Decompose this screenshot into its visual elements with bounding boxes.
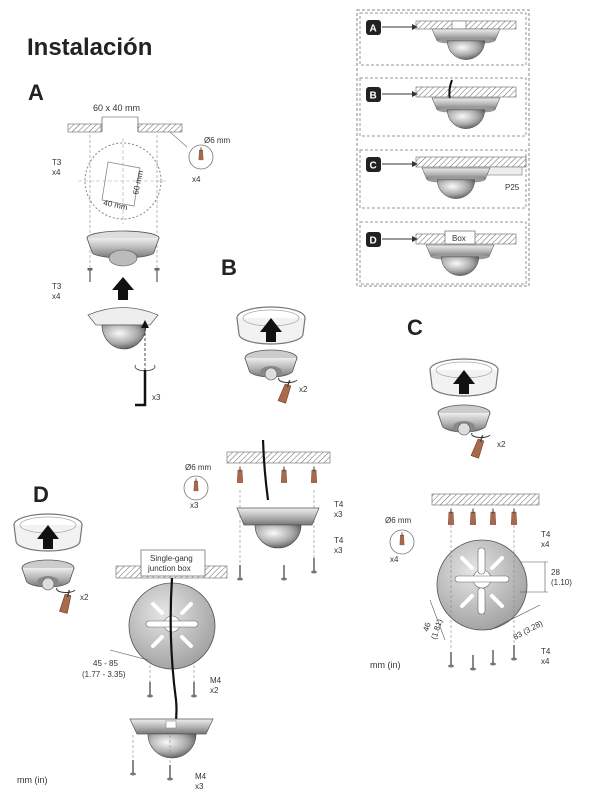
svg-text:(1.77 - 3.35): (1.77 - 3.35) [82, 670, 126, 679]
option-d: D Box [359, 221, 527, 285]
svg-text:mm (in): mm (in) [17, 775, 48, 785]
svg-text:Box: Box [452, 234, 466, 243]
svg-text:28: 28 [551, 568, 560, 577]
svg-text:Ø6 mm: Ø6 mm [204, 136, 231, 145]
svg-text:83 (3.28): 83 (3.28) [512, 619, 545, 642]
svg-text:x2: x2 [80, 593, 89, 602]
svg-text:T3: T3 [52, 158, 62, 167]
svg-text:x4: x4 [541, 540, 550, 549]
step-c-diagram: x2 T4 x4 Ø6 mm x4 28 (1.10) 46 (1.81) [370, 358, 572, 672]
svg-text:T3: T3 [52, 282, 62, 291]
step-a-diagram: 60 x 40 mm 40 mm 60 mm Ø6 mm x4 T3 x4 T3… [52, 103, 231, 407]
svg-text:x2: x2 [299, 385, 308, 394]
svg-text:x3: x3 [334, 546, 343, 555]
svg-text:x4: x4 [52, 292, 61, 301]
svg-text:D: D [370, 236, 377, 247]
mounting-options-panel: A B C P25 [356, 9, 530, 287]
step-b-diagram: x2 Ø6 mm x3 T4 x3 T4 x3 [183, 306, 344, 582]
svg-text:60 mm: 60 mm [131, 169, 145, 195]
svg-text:x4: x4 [192, 175, 201, 184]
svg-text:Single-gang: Single-gang [150, 554, 193, 563]
svg-text:(1.10): (1.10) [551, 578, 572, 587]
svg-text:B: B [370, 91, 377, 102]
svg-text:(1.81): (1.81) [429, 618, 444, 641]
svg-text:junction box: junction box [147, 564, 191, 573]
section-c-label: C [407, 315, 423, 340]
svg-text:Ø6 mm: Ø6 mm [385, 516, 412, 525]
svg-text:T4: T4 [541, 647, 551, 656]
svg-text:x3: x3 [190, 501, 199, 510]
svg-text:A: A [370, 24, 377, 35]
svg-text:45 - 85: 45 - 85 [93, 659, 118, 668]
svg-text:P25: P25 [505, 183, 520, 192]
svg-text:mm (in): mm (in) [370, 660, 401, 670]
step-d-diagram: x2 Single-gang junction box 45 - 85 (1.7… [13, 513, 228, 791]
option-c: C P25 [359, 149, 527, 209]
option-a: A [359, 12, 527, 66]
svg-text:40 mm: 40 mm [103, 198, 129, 212]
option-b: B [359, 77, 527, 137]
section-b-label: B [221, 255, 237, 280]
section-d-label: D [33, 482, 49, 507]
section-a-label: A [28, 80, 44, 105]
svg-text:x4: x4 [52, 168, 61, 177]
svg-text:x2: x2 [497, 440, 506, 449]
svg-text:T4: T4 [334, 536, 344, 545]
svg-text:M4: M4 [195, 772, 207, 781]
svg-text:x4: x4 [541, 657, 550, 666]
svg-text:x3: x3 [195, 782, 204, 791]
svg-text:x2: x2 [210, 686, 219, 695]
svg-text:x4: x4 [390, 555, 399, 564]
svg-text:x3: x3 [334, 510, 343, 519]
svg-text:x3: x3 [152, 393, 161, 402]
svg-text:T4: T4 [334, 500, 344, 509]
svg-text:Ø6 mm: Ø6 mm [185, 463, 212, 472]
svg-text:46: 46 [421, 621, 432, 633]
svg-text:M4: M4 [210, 676, 222, 685]
svg-text:C: C [370, 161, 377, 172]
svg-text:T4: T4 [541, 530, 551, 539]
page-title: Instalación [27, 34, 153, 61]
svg-text:60 x 40 mm: 60 x 40 mm [93, 103, 140, 113]
